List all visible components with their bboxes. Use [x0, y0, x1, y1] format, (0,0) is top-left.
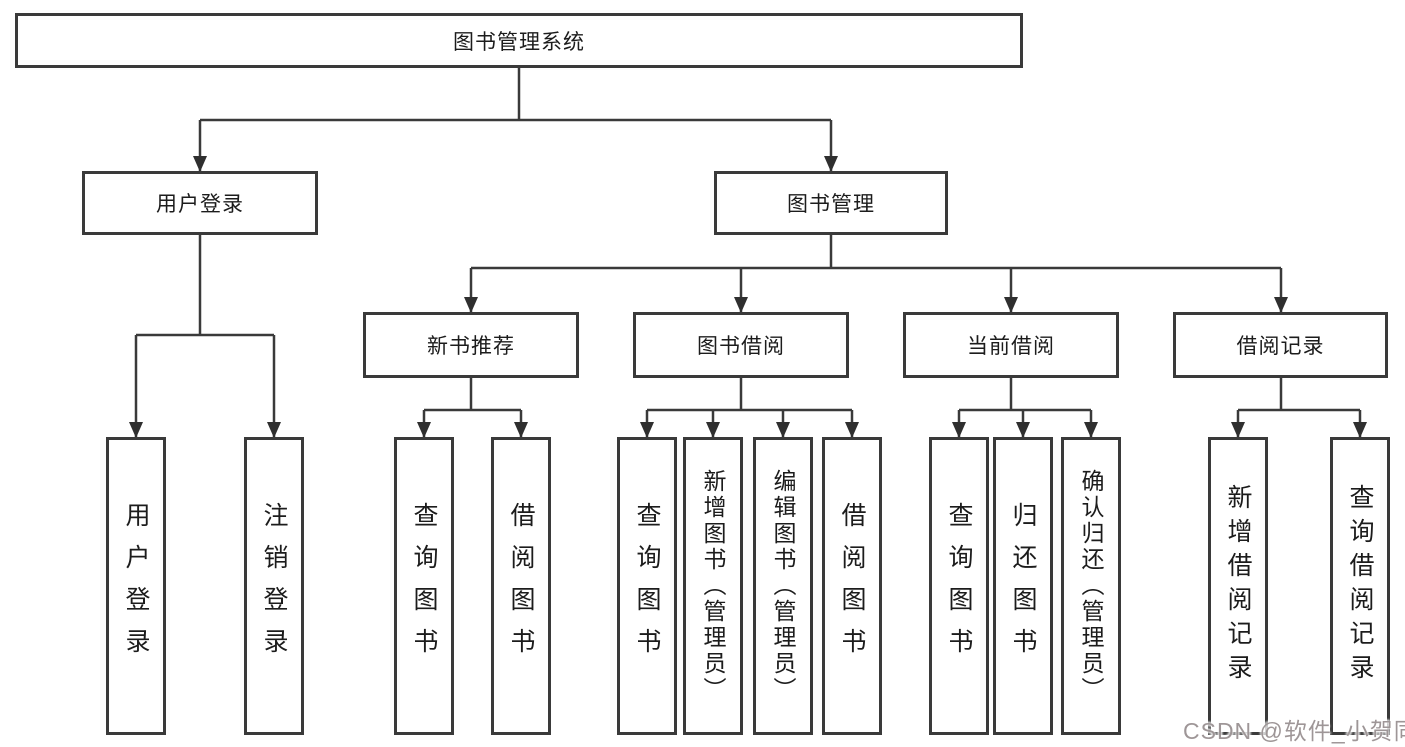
leaf-return-book: 归还图书 [993, 437, 1053, 735]
leaf-query-books-borrow-label: 查询图书 [633, 502, 661, 670]
leaf-query-borrow-record: 查询借阅记录 [1330, 437, 1390, 735]
leaf-logout-label: 注销登录 [260, 502, 288, 670]
node-book-management: 图书管理 [714, 171, 948, 235]
leaf-query-books-current-label: 查询图书 [945, 502, 973, 670]
leaf-add-borrow-record-label: 新增借阅记录 [1224, 484, 1252, 688]
leaf-query-books-recommend-label: 查询图书 [410, 502, 438, 670]
leaf-borrow-books-recommend: 借阅图书 [491, 437, 551, 735]
node-user-login: 用户登录 [82, 171, 318, 235]
leaf-query-books-recommend: 查询图书 [394, 437, 454, 735]
node-borrowing-records: 借阅记录 [1173, 312, 1388, 378]
leaf-logout: 注销登录 [244, 437, 304, 735]
leaf-query-books-current: 查询图书 [929, 437, 989, 735]
leaf-add-book-admin: 新增图书（管理员） [683, 437, 743, 735]
csdn-watermark: CSDN @软件_小贺同学 [1183, 718, 1405, 744]
node-current-borrowing: 当前借阅 [903, 312, 1119, 378]
node-book-management-system: 图书管理系统 [15, 13, 1023, 68]
leaf-borrow-books-recommend-label: 借阅图书 [507, 502, 535, 670]
leaf-confirm-return-admin-label: 确认归还（管理员） [1078, 469, 1104, 703]
leaf-query-borrow-record-label: 查询借阅记录 [1346, 484, 1374, 688]
leaf-confirm-return-admin: 确认归还（管理员） [1061, 437, 1121, 735]
leaf-user-login-label: 用户登录 [122, 502, 150, 670]
node-new-book-recommendation: 新书推荐 [363, 312, 579, 378]
leaf-borrow-books: 借阅图书 [822, 437, 882, 735]
leaf-add-book-admin-label: 新增图书（管理员） [700, 469, 726, 703]
node-book-borrowing: 图书借阅 [633, 312, 849, 378]
leaf-edit-book-admin: 编辑图书（管理员） [753, 437, 813, 735]
leaf-add-borrow-record: 新增借阅记录 [1208, 437, 1268, 735]
leaf-edit-book-admin-label: 编辑图书（管理员） [770, 469, 796, 703]
leaf-user-login: 用户登录 [106, 437, 166, 735]
leaf-borrow-books-label: 借阅图书 [838, 502, 866, 670]
leaf-return-book-label: 归还图书 [1009, 502, 1037, 670]
leaf-query-books-borrow: 查询图书 [617, 437, 677, 735]
